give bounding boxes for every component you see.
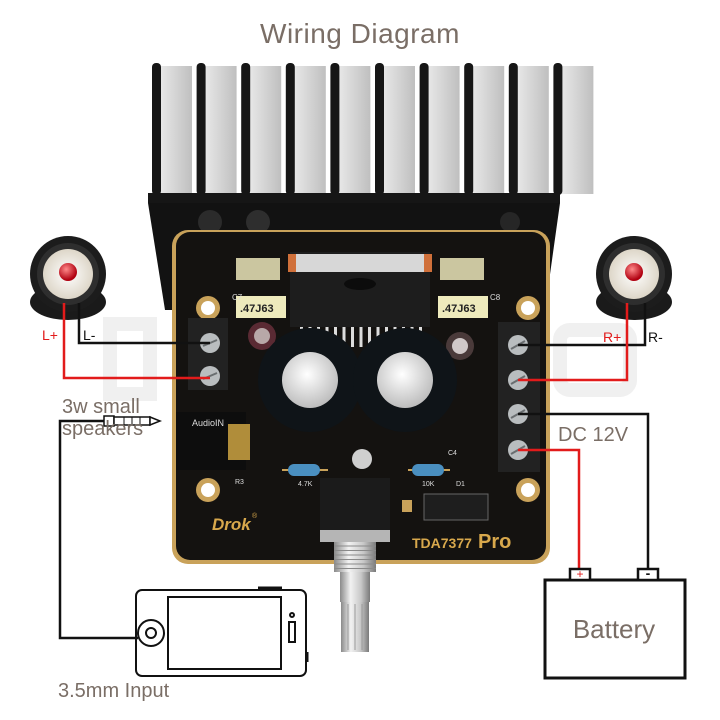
battery-plus-sign: + <box>576 567 583 581</box>
ic-pin <box>359 327 363 347</box>
model-suffix: Pro <box>478 531 511 553</box>
wire-dc-positive <box>518 448 581 578</box>
heatsink-fin-gap <box>427 66 460 194</box>
heatsink-fin <box>464 63 474 195</box>
silk-audio-in: AudioIN <box>192 418 224 428</box>
heatsink-fin-gap <box>338 66 371 194</box>
left-plus-label: L+ <box>42 327 58 343</box>
watermark <box>103 317 637 401</box>
right-plus-label: R+ <box>603 329 622 345</box>
ic-pin <box>351 327 354 347</box>
heatsink-fin <box>553 63 563 195</box>
battery-minus-sign: - <box>646 565 651 581</box>
speaker-right <box>596 236 672 320</box>
cap-right-label: .47J63 <box>442 303 476 315</box>
silk-c4: C4 <box>448 450 457 457</box>
silk-r3: R3 <box>235 479 244 486</box>
wire-right-positive <box>518 303 629 382</box>
heatsink-fin <box>330 63 340 195</box>
silk-d1: D1 <box>456 481 465 488</box>
heatsink-fin <box>152 63 161 195</box>
brand-logo: Drok <box>212 515 252 534</box>
audio-plug <box>103 415 163 427</box>
heatsink-fin <box>196 63 206 195</box>
diagram-title: Wiring Diagram <box>260 18 460 49</box>
heatsink-fin-gap <box>293 66 326 194</box>
brand-mark: ® <box>252 512 258 520</box>
wires <box>58 303 650 640</box>
heatsink-fin-gap <box>204 66 237 194</box>
wire-dc-negative <box>518 412 650 578</box>
left-minus-label: L- <box>83 327 96 343</box>
heatsink-fin <box>375 63 384 195</box>
dc-voltage-label: DC 12V <box>558 424 629 446</box>
volume-knob[interactable] <box>334 542 376 652</box>
wire-audio-input <box>58 419 138 640</box>
heatsink-fin-gap <box>472 66 505 194</box>
heatsink-fin-gap <box>383 66 415 194</box>
silk-c7: C7 <box>232 293 243 302</box>
speakers-caption-line1: 3w small <box>62 396 140 418</box>
cap-left-label: .47J63 <box>240 303 274 315</box>
wire-left-positive <box>62 303 210 380</box>
heatsink-fin-gap <box>249 66 282 194</box>
silk-r-right-value: 10K <box>422 481 435 488</box>
wire-left-negative <box>77 303 210 345</box>
heatsink-fin <box>241 63 251 195</box>
heatsink-fin <box>419 63 429 195</box>
ic-pin <box>368 327 371 347</box>
speaker-left <box>30 236 106 320</box>
heatsink-fin-gap <box>160 66 192 194</box>
silk-c8: C8 <box>490 293 501 302</box>
model-prefix: TDA7377 <box>412 535 472 551</box>
heatsink-fin <box>285 63 295 195</box>
pcb-board <box>172 230 550 564</box>
heatsink-fin <box>508 63 518 195</box>
right-minus-label: R- <box>648 329 663 345</box>
phone-icon <box>135 586 309 677</box>
input-label: 3.5mm Input <box>58 680 170 702</box>
heatsink-fin-gap <box>516 66 549 194</box>
battery-icon <box>543 567 687 680</box>
battery-label: Battery <box>573 614 655 644</box>
ic-pin <box>342 327 346 347</box>
wire-right-negative <box>518 303 647 347</box>
silk-r-left-value: 4.7K <box>298 481 313 488</box>
heatsink-fin-gap <box>561 66 594 194</box>
speakers-caption-line2: speakers <box>62 418 144 440</box>
